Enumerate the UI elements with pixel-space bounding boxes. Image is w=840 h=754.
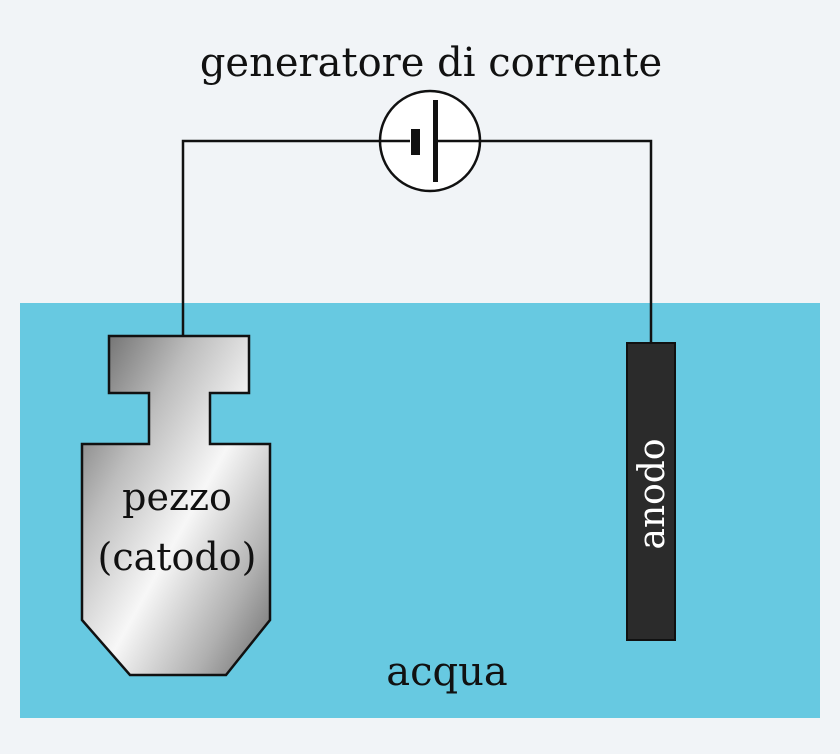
water-label: acqua	[386, 649, 507, 695]
battery-symbol-icon	[378, 89, 482, 193]
anode-rod	[626, 342, 676, 641]
generator-label: generatore di corrente	[200, 40, 662, 86]
cathode-label-line1: pezzo	[122, 475, 232, 519]
wire-left	[181, 139, 380, 336]
anode-label: anodo	[632, 438, 673, 549]
cathode-label-line2: (catodo)	[98, 535, 257, 579]
cathode-piece	[80, 334, 272, 677]
wire-right	[480, 139, 653, 343]
